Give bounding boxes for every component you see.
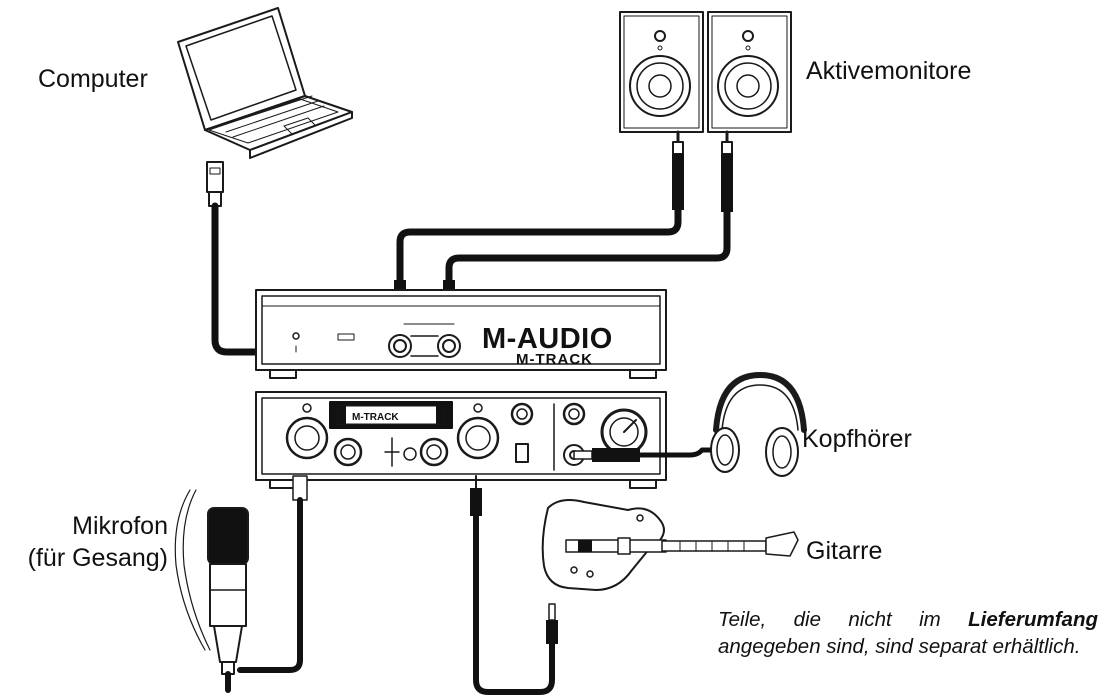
device-model-rear: M-TRACK — [516, 351, 593, 368]
studio-monitors — [619, 11, 792, 133]
guitar-icon — [470, 475, 799, 695]
interface-rear-panel — [255, 289, 667, 379]
label-microphone-line1: Mikrofon — [72, 512, 168, 540]
label-headphones: Kopfhörer — [802, 425, 912, 453]
device-model-front: M-TRACK — [352, 412, 399, 423]
label-guitar: Gitarre — [806, 537, 883, 565]
laptop-icon — [177, 7, 353, 159]
label-microphone: Mikrofon (für Gesang) — [28, 510, 168, 574]
label-computer: Computer — [38, 65, 148, 93]
microphone-icon — [174, 475, 308, 693]
interface-front-panel — [255, 391, 667, 489]
note-emphasis: Lieferumfang — [968, 608, 1098, 631]
device-brand: M-AUDIO — [482, 323, 613, 355]
headphones-icon — [573, 372, 807, 477]
label-microphone-line2: (für Gesang) — [27, 544, 168, 572]
note-text-before: Teile, die nicht im — [718, 608, 969, 631]
note-text-after: angegeben sind, sind separat erhältlich. — [718, 635, 1081, 658]
footnote-note: Teile, die nicht im Lieferumfang angegeb… — [718, 606, 1098, 660]
label-active-monitors: Aktivemonitore — [806, 57, 972, 85]
